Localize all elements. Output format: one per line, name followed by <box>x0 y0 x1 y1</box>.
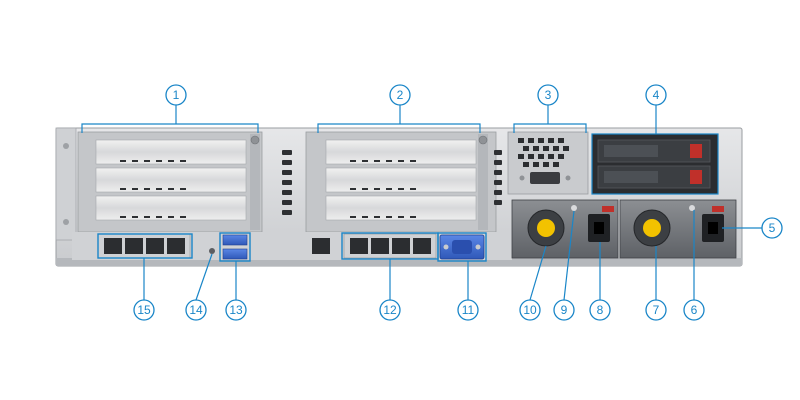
svg-text:7: 7 <box>653 303 660 317</box>
drive-2-release-latch <box>690 170 702 184</box>
psu1-fan-hub <box>537 219 555 237</box>
svg-text:15: 15 <box>137 303 151 317</box>
callout-8: 8 <box>589 299 611 321</box>
callout-leaders-bottom <box>143 210 762 301</box>
callout-13: 13 <box>225 299 247 321</box>
usb-ports <box>222 234 248 260</box>
highlight-boxes <box>97 232 487 262</box>
power-supply-1 <box>511 199 619 259</box>
callout-5: 5 <box>761 217 783 239</box>
svg-text:13: 13 <box>229 303 243 317</box>
ilo-port <box>312 238 330 254</box>
riser-3-area <box>507 131 589 195</box>
embedded-nic-ports <box>343 233 437 259</box>
drive-cage <box>591 133 719 195</box>
svg-text:10: 10 <box>523 303 537 317</box>
psu2-fan-hub <box>643 219 661 237</box>
psu1-release-latch <box>602 206 614 212</box>
vga-port <box>439 234 485 260</box>
svg-text:9: 9 <box>561 303 568 317</box>
callout-6: 6 <box>683 299 705 321</box>
pcie-riser-cage-2 <box>305 131 497 233</box>
callout-leaders-top <box>81 104 657 134</box>
psu2-status-led <box>689 205 695 211</box>
svg-text:6: 6 <box>691 303 698 317</box>
power-supply-2 <box>619 199 737 259</box>
uid-button <box>209 248 215 254</box>
callout-9: 9 <box>553 299 575 321</box>
callout-3: 3 <box>537 84 559 106</box>
psu2-release-latch <box>712 206 724 212</box>
svg-text:3: 3 <box>545 88 552 102</box>
svg-text:14: 14 <box>189 303 203 317</box>
callouts: 1 2 3 4 5 6 7 8 9 10 11 12 13 14 15 <box>133 84 783 321</box>
pcie-riser-cage-1 <box>77 131 263 233</box>
callout-14: 14 <box>185 299 207 321</box>
callout-10: 10 <box>519 299 541 321</box>
callout-1: 1 <box>165 84 187 106</box>
callout-7: 7 <box>645 299 667 321</box>
callout-12: 12 <box>379 299 401 321</box>
svg-text:4: 4 <box>653 88 660 102</box>
svg-text:1: 1 <box>173 88 180 102</box>
svg-text:11: 11 <box>462 303 475 317</box>
io-row <box>72 232 512 260</box>
svg-text:5: 5 <box>769 221 776 235</box>
svg-text:12: 12 <box>383 303 397 317</box>
svg-text:8: 8 <box>597 303 604 317</box>
vent-strip-1 <box>282 150 292 215</box>
callout-4: 4 <box>645 84 667 106</box>
vent-strip-2 <box>494 150 502 205</box>
drive-1-release-latch <box>690 144 702 158</box>
callout-2: 2 <box>389 84 411 106</box>
callout-15: 15 <box>133 299 155 321</box>
serial-port <box>530 172 560 184</box>
svg-text:2: 2 <box>397 88 404 102</box>
flexlom-ports <box>97 233 191 259</box>
callout-11: 11 <box>457 299 479 321</box>
psu1-status-led <box>571 205 577 211</box>
